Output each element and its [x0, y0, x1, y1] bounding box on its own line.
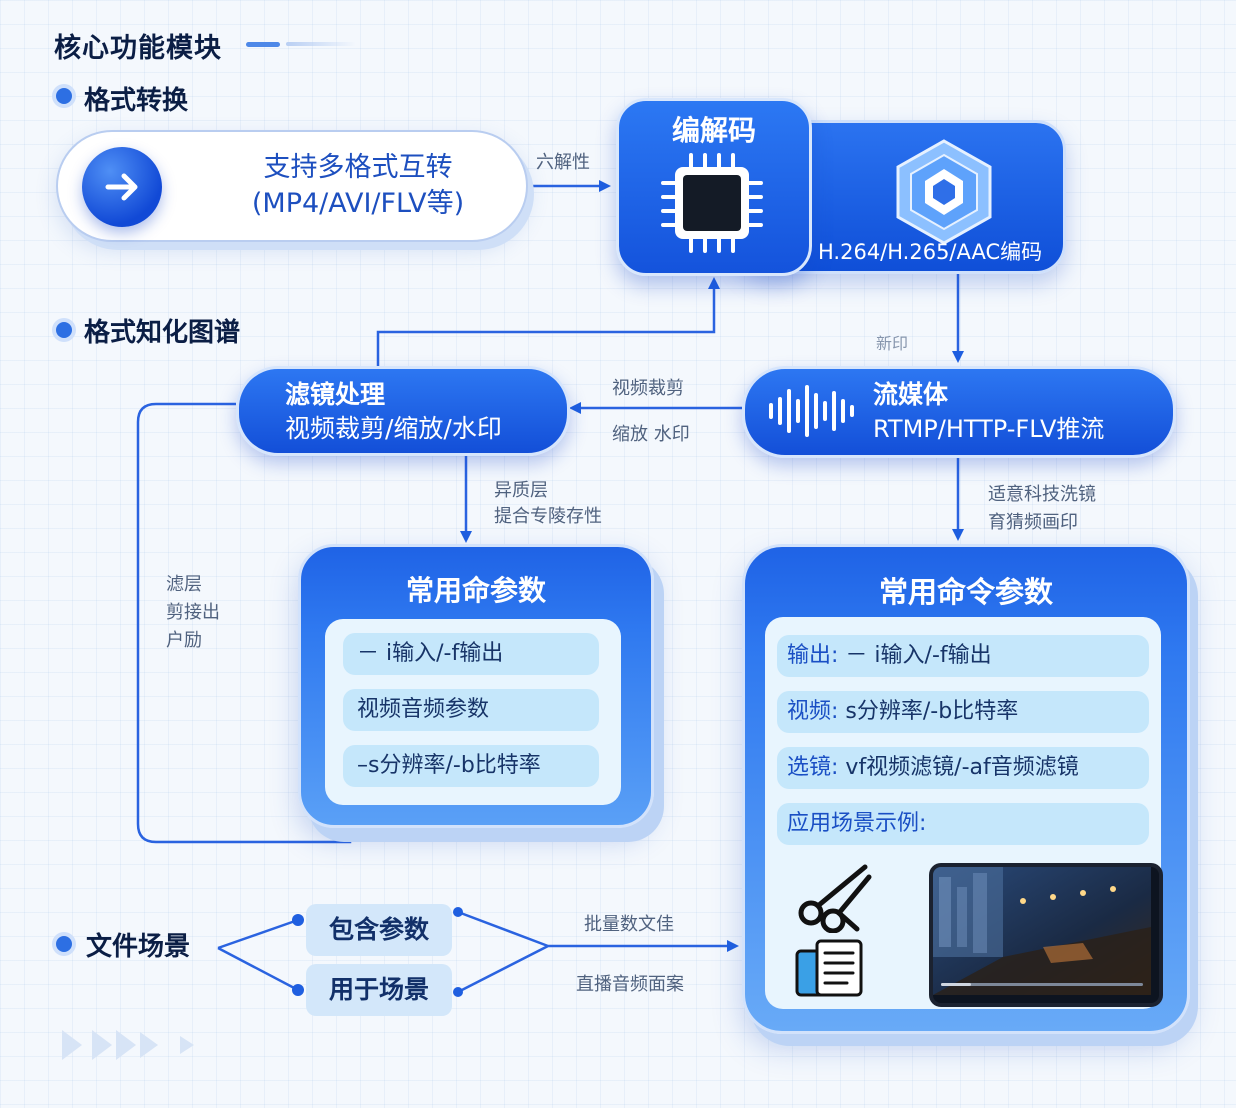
- list-item: 输出: － i输入/-f输出: [777, 635, 1149, 677]
- row-key: 输出:: [787, 643, 839, 668]
- connector-label: 批量数文佳: [584, 914, 674, 935]
- arrow-right-icon: [82, 147, 162, 227]
- video-preview-image: [929, 863, 1163, 1007]
- row-key: 选镜:: [787, 755, 839, 780]
- codec-subtitle: H.264/H.265/AAC编码: [818, 240, 1043, 264]
- file-to-panel-arrow: [457, 910, 736, 994]
- stream-card[interactable]: 流媒体 RTMP/HTTP-FLV推流: [742, 366, 1176, 458]
- params-panel-right: 常用命令参数 输出: － i输入/-f输出 视频: s分辨率/-b比特率 选镜:…: [742, 544, 1190, 1034]
- filter-to-codec-arrow: [376, 277, 720, 366]
- bullet-dot: [56, 322, 72, 338]
- params-left-list: － i输入/-f输出 视频音频参数 –s分辨率/-b比特率: [325, 619, 621, 805]
- connector-label: 提合专陵存性: [494, 506, 602, 527]
- connector-label: 滤层: [166, 574, 202, 595]
- tag-include-params[interactable]: 包含参数: [306, 904, 452, 956]
- row-value: － i输入/-f输出: [845, 643, 992, 668]
- connector-label: 异质层: [494, 480, 548, 501]
- page-title: 核心功能模块: [54, 33, 222, 64]
- codec-card[interactable]: 编解码: [616, 98, 812, 276]
- convert-line-2: (MP4/AVI/FLV等): [251, 188, 465, 219]
- title-accent-bar: [246, 42, 280, 47]
- row-value: s分辨率/-b比特率: [845, 699, 1019, 724]
- stream-title: 流媒体: [873, 380, 949, 409]
- list-item: － i输入/-f输出: [343, 633, 599, 675]
- connector-label: 六解性: [536, 152, 590, 173]
- format-convert-card[interactable]: 支持多格式互转 (MP4/AVI/FLV等): [56, 130, 528, 242]
- sound-wave-icon: [769, 385, 854, 437]
- connector-label: 剪接出: [166, 602, 220, 623]
- bullet-dot: [56, 936, 72, 952]
- file-scene-branch: [217, 918, 299, 992]
- connector-label: 育猜频画印: [988, 512, 1078, 533]
- row-key: 视频:: [787, 699, 839, 724]
- connector-label: 视频裁剪: [612, 378, 684, 399]
- connector-label: 新印: [876, 334, 909, 353]
- connector-label: 适意科技洗镜: [988, 484, 1096, 505]
- bullet-dot: [56, 88, 72, 104]
- tag-use-scene[interactable]: 用于场景: [306, 964, 452, 1016]
- connector-label: 户励: [166, 630, 202, 651]
- params-left-title: 常用命参数: [405, 574, 546, 607]
- convert-line-1: 支持多格式互转: [263, 152, 453, 183]
- params-panel-left: 常用命参数 － i输入/-f输出 视频音频参数 –s分辨率/-b比特率: [298, 544, 654, 828]
- chip-icon: [661, 153, 763, 253]
- params-right-list: 输出: － i输入/-f输出 视频: s分辨率/-b比特率 选镜: vf视频滤镜…: [765, 617, 1163, 1009]
- filter-title: 滤镜处理: [285, 380, 386, 409]
- decor-chevrons: [62, 1030, 194, 1060]
- section-format-convert: 格式转换: [84, 86, 189, 116]
- row-value: vf视频滤镜/-af音频滤镜: [845, 755, 1079, 780]
- connector-label: 缩放 水印: [612, 424, 690, 445]
- scissors-icon: [798, 864, 872, 933]
- document-icon: [795, 939, 863, 997]
- section-file-scene: 文件场景: [86, 932, 191, 962]
- codec-title: 编解码: [671, 114, 756, 147]
- list-item: 应用场景示例:: [777, 803, 1149, 845]
- title-accent-fade: [286, 42, 356, 46]
- left-loop-line: [136, 402, 352, 844]
- stream-subtitle: RTMP/HTTP-FLV推流: [873, 415, 1105, 443]
- section-knowledge-graph: 格式知化图谱: [84, 318, 241, 348]
- filter-subtitle: 视频裁剪/缩放/水印: [285, 414, 502, 443]
- filter-card[interactable]: 滤镜处理 视频裁剪/缩放/水印: [236, 366, 570, 456]
- list-item: –s分辨率/-b比特率: [343, 745, 599, 787]
- connector-label: 直播音频面案: [576, 974, 684, 995]
- codec-gem-icon: [896, 139, 992, 245]
- list-item: 视频音频参数: [343, 689, 599, 731]
- list-item: 选镜: vf视频滤镜/-af音频滤镜: [777, 747, 1149, 789]
- example-label: 应用场景示例:: [787, 811, 927, 836]
- params-right-title: 常用命令参数: [878, 575, 1053, 609]
- list-item: 视频: s分辨率/-b比特率: [777, 691, 1149, 733]
